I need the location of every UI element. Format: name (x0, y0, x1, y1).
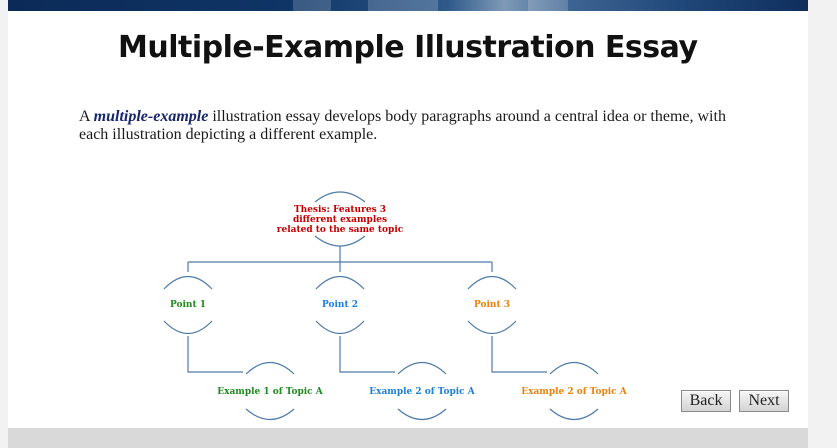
banner-highlight (293, 0, 331, 11)
banner-highlight (368, 0, 438, 11)
example1-connector (187, 336, 243, 373)
example3-connector (491, 336, 547, 373)
point3-arc-bottom (467, 320, 517, 335)
player-bottom-bar (8, 428, 808, 448)
point2-arc-top (315, 275, 365, 290)
example-2-label: Example 2 of Topic A (369, 387, 476, 397)
point1-arc-top (163, 275, 213, 290)
example2-arc-top (397, 361, 447, 375)
point-2-label: Point 2 (322, 300, 358, 310)
banner-highlight (528, 0, 568, 11)
intro-suffix: illustration essay develops body paragra… (79, 108, 726, 143)
thesis-line-3: related to the same topic (277, 225, 404, 235)
example-1-label: Example 1 of Topic A (217, 387, 324, 397)
thesis-arc-top (314, 191, 366, 203)
example1-arc-top (245, 361, 295, 375)
example2-arc-bottom (397, 408, 447, 421)
thesis-arc-bottom (314, 235, 366, 247)
intro-term: multiple-example (93, 108, 209, 125)
slide: Multiple-Example Illustration Essay A mu… (8, 0, 808, 428)
example3-arc-top (549, 361, 599, 375)
point2-arc-bottom (315, 320, 365, 335)
page-title: Multiple-Example Illustration Essay (118, 30, 698, 65)
point1-arc-bottom (163, 320, 213, 335)
back-button[interactable]: Back (681, 390, 731, 412)
top-banner (8, 0, 808, 11)
example3-arc-bottom (549, 408, 599, 421)
point-3-label: Point 3 (474, 300, 510, 310)
intro-prefix: A (79, 108, 94, 125)
example2-connector (339, 336, 395, 373)
point-1-label: Point 1 (170, 300, 206, 310)
thesis-line-2: different examples (293, 215, 387, 225)
essay-structure-diagram: Thesis: Features 3 different examples re… (163, 191, 628, 421)
intro-paragraph: A multiple-example illustration essay de… (79, 108, 739, 144)
example1-arc-bottom (245, 408, 295, 421)
next-button[interactable]: Next (739, 390, 789, 412)
point3-arc-top (467, 275, 517, 290)
thesis-line-1: Thesis: Features 3 (294, 205, 386, 215)
example-3-label: Example 2 of Topic A (521, 387, 628, 397)
